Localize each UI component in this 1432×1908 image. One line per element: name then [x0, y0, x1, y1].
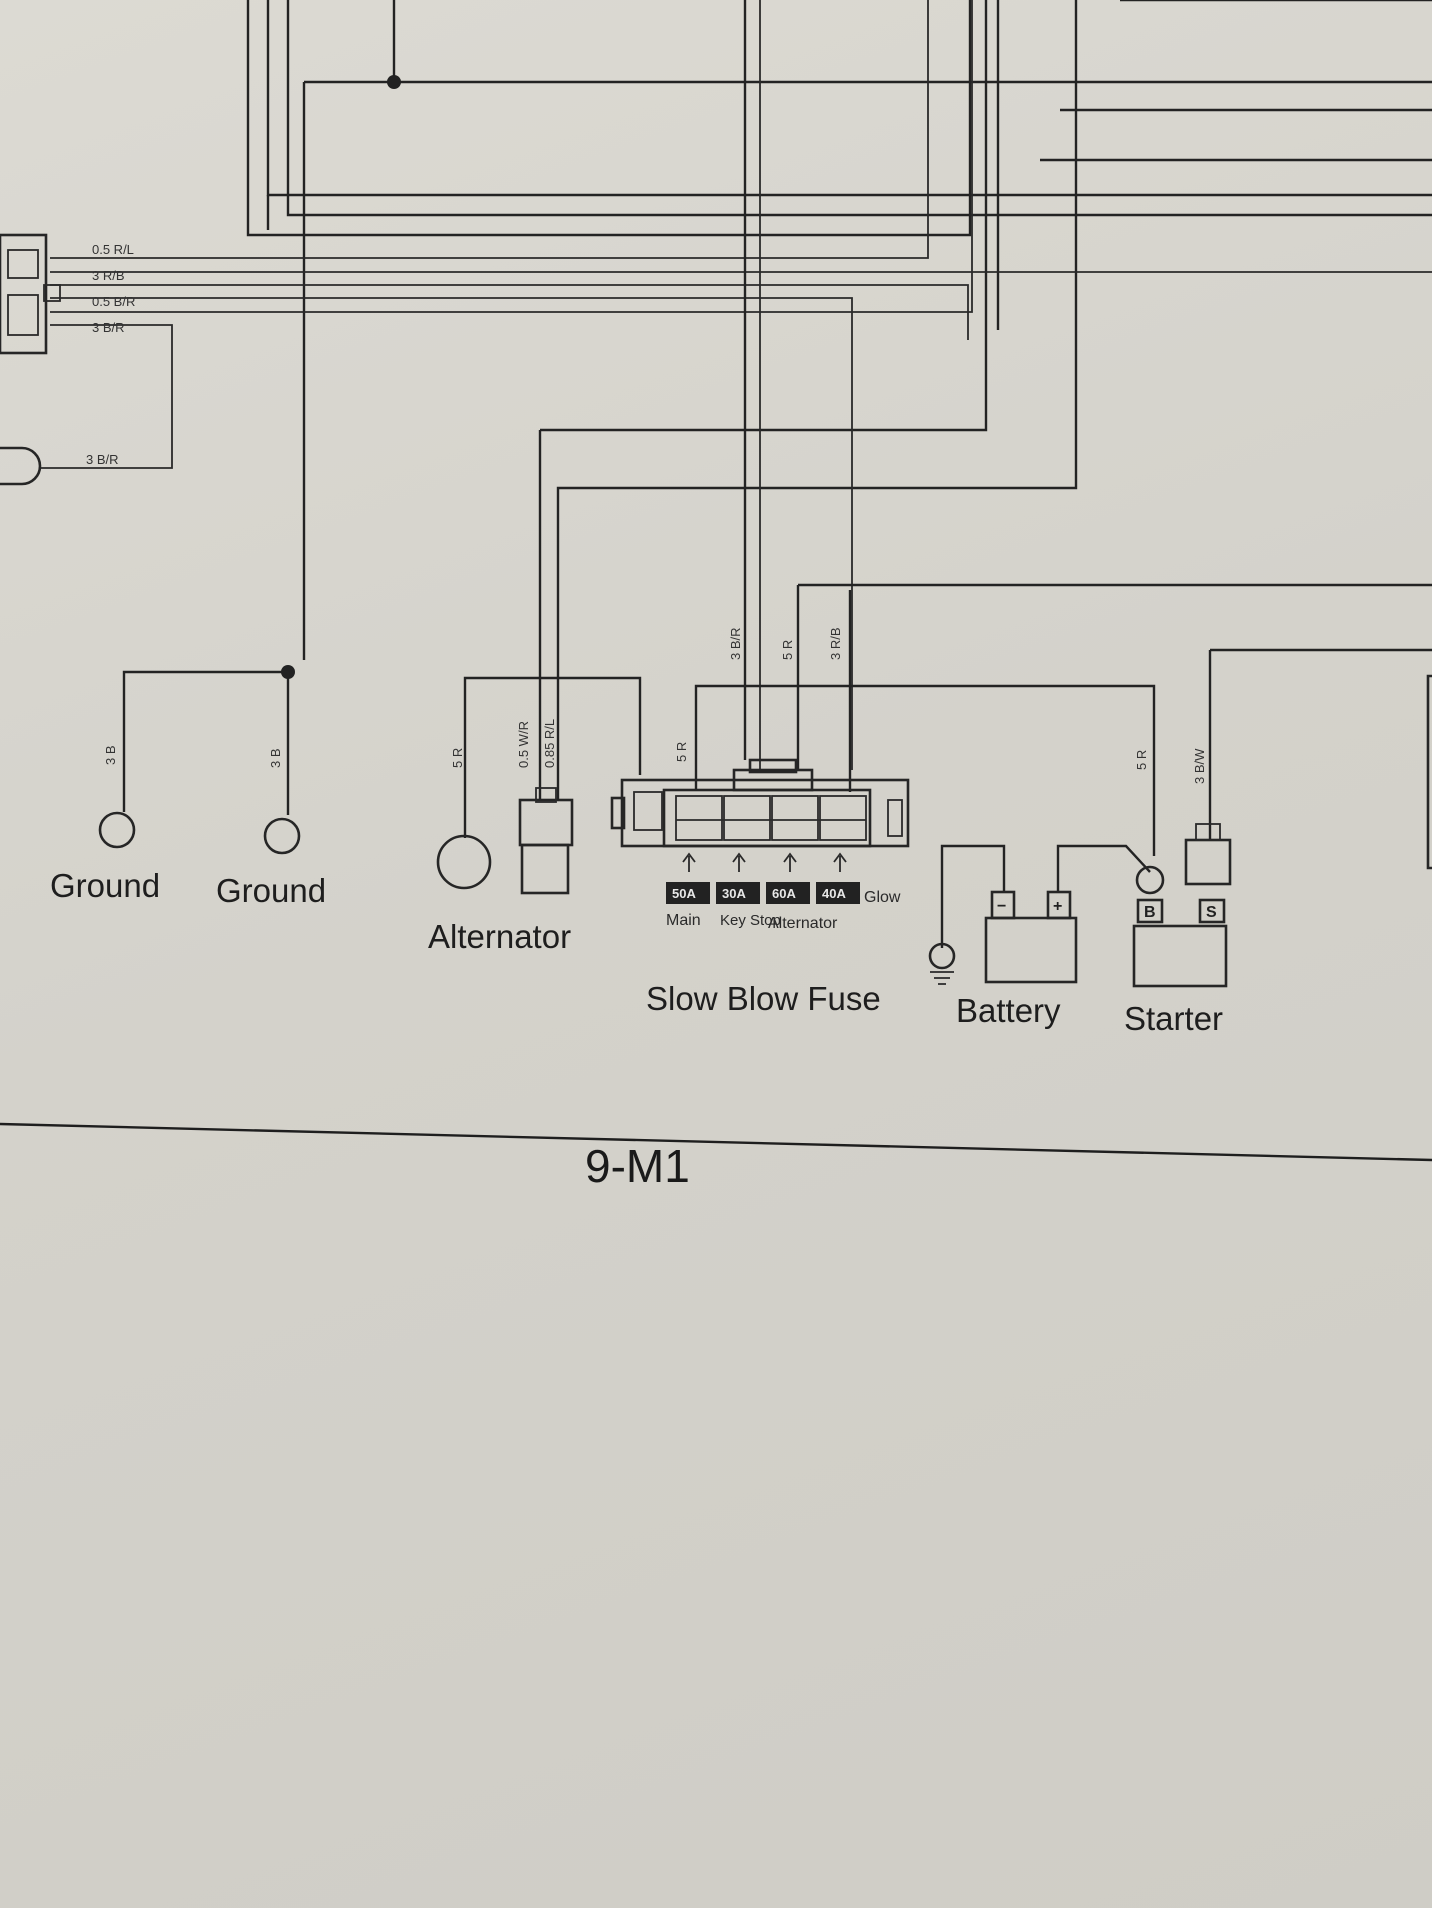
- footer-rule: [0, 1122, 1432, 1162]
- battery-negative-terminal: −: [997, 898, 1006, 915]
- starter-s-terminal: S: [1206, 904, 1217, 921]
- slow-blow-fuse: 5 R 3 B/R 5 R 3 R/B 50A Main 30A Key Sto…: [556, 0, 1156, 1017]
- page-id: 9-M1: [585, 1140, 690, 1192]
- wire-label: 3 B: [103, 745, 118, 765]
- ground-2-label: Ground: [216, 872, 326, 909]
- ground-1: 3 B Ground: [50, 670, 288, 904]
- alternator-label: Alternator: [428, 918, 571, 955]
- wire-label: 5 R: [1134, 750, 1149, 770]
- fuse-key-stop: 30A Key Stop: [716, 882, 781, 929]
- starter-label: Starter: [1124, 1000, 1223, 1037]
- wire-label: 3 B/R: [92, 320, 125, 335]
- wire-label: 3 R/B: [828, 627, 843, 660]
- right-edge-component: [1426, 674, 1432, 870]
- wire-label: 0.5 B/R: [92, 294, 135, 309]
- wire-label: 3 B/R: [86, 452, 119, 467]
- battery: − + Battery: [928, 844, 1151, 1029]
- fuse-glow: 40A Glow: [816, 882, 901, 906]
- wire-label: 3 R/B: [92, 268, 125, 283]
- chassis-ground-icon: [928, 942, 956, 985]
- alternator: 5 R 0.5 W/R 0.85 R/L Alternator: [428, 676, 642, 955]
- upper-wiring: [40, 0, 1432, 840]
- fuse-alternator-rating: 60A: [772, 886, 796, 901]
- fuse-key-stop-name: Key Stop: [720, 912, 781, 929]
- wire-label: 5 R: [674, 742, 689, 762]
- battery-positive-terminal: +: [1053, 898, 1062, 915]
- fuse-key-stop-rating: 30A: [722, 886, 746, 901]
- ground-1-label: Ground: [50, 867, 160, 904]
- fuse-main-name: Main: [666, 912, 701, 929]
- starter: B S 5 R 3 B/W Starter: [1124, 748, 1232, 1037]
- fuse-main-rating: 50A: [672, 886, 696, 901]
- wire-label: 5 R: [780, 640, 795, 660]
- starter-b-terminal: B: [1144, 904, 1156, 921]
- wire-label: 0.5 W/R: [516, 721, 531, 768]
- left-connector: [0, 233, 61, 355]
- fuse-glow-rating: 40A: [822, 886, 846, 901]
- left-plug: [0, 446, 42, 486]
- battery-label: Battery: [956, 992, 1061, 1029]
- fuse-alternator-name: Alternator: [768, 915, 838, 932]
- fuse-main: 50A Main: [666, 882, 710, 929]
- wire-label: 0.85 R/L: [542, 719, 557, 768]
- slow-blow-fuse-label: Slow Blow Fuse: [646, 980, 881, 1017]
- wire-label: 3 B/W: [1192, 748, 1207, 784]
- wire-label: 5 R: [450, 748, 465, 768]
- wire-label: 3 B/R: [728, 627, 743, 660]
- fuse-glow-name: Glow: [864, 889, 901, 906]
- wire-label: 0.5 R/L: [92, 242, 134, 257]
- fuse-alternator: 60A Alternator: [766, 882, 838, 932]
- wire-label: 3 B: [268, 748, 283, 768]
- ground-2: 3 B Ground: [216, 672, 326, 909]
